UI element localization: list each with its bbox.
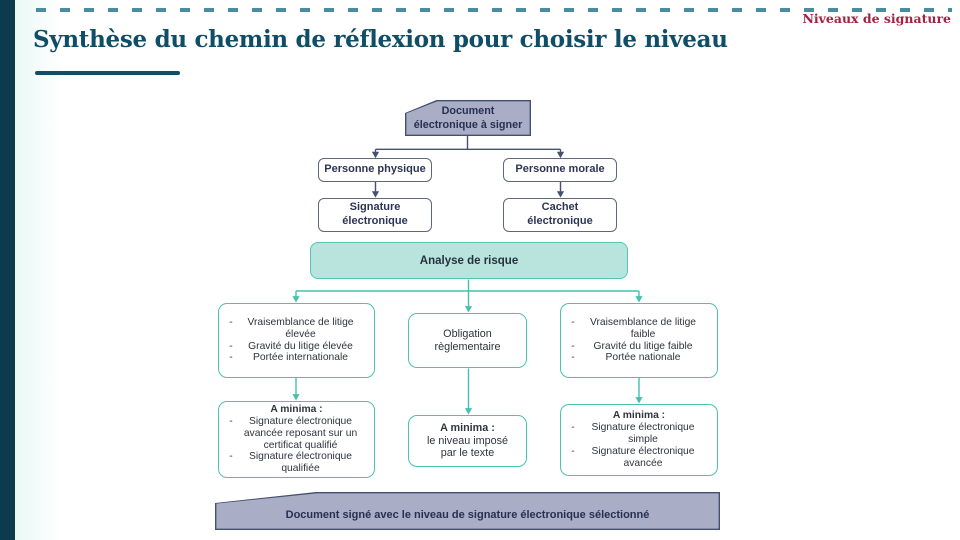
list-item-text: Gravité du litige faible [593, 340, 693, 352]
node-minima-simple-avancee: A minima : - Signature électronique simp… [560, 404, 718, 476]
node-result-banner: Document signé avec le niveau de signatu… [215, 492, 720, 530]
minima-header: A minima : [270, 403, 323, 415]
title-underline [35, 71, 180, 75]
left-glow-gradient [15, 0, 61, 540]
list-item: - Signature électronique qualifiée [224, 451, 369, 475]
page-title: Synthèse du chemin de réflexion pour cho… [33, 26, 728, 53]
bullet-dash: - [229, 316, 233, 328]
bullet-dash: - [571, 445, 575, 457]
left-accent-bar [0, 0, 15, 540]
slide-category-label: Niveaux de signature [802, 11, 951, 26]
bullet-dash: - [571, 422, 575, 434]
list-item: - Portée nationale [566, 352, 712, 364]
list-item-text: Vraisemblance de litige élevée [247, 316, 354, 340]
bullet-dash: - [229, 352, 233, 364]
list-item-text: Portée nationale [605, 352, 681, 364]
list-item-text: Vraisemblance de litige faible [589, 316, 697, 340]
bullet-dash: - [229, 415, 233, 427]
bullet-dash: - [229, 340, 233, 352]
list-item: - Vraisemblance de litige élevée [224, 317, 369, 341]
bullet-dash: - [229, 451, 233, 463]
list-item: - Portée internationale [224, 352, 369, 364]
node-cachet-electronique: Cachet électronique [503, 198, 617, 232]
node-minima-qualifie: A minima : - Signature électronique avan… [218, 401, 375, 478]
minima-header: A minima : [440, 422, 495, 435]
node-personne-physique: Personne physique [318, 158, 432, 182]
node-signature-electronique: Signature électronique [318, 198, 432, 232]
list-item-text: Signature électronique avancée reposant … [243, 415, 358, 451]
node-personne-morale: Personne morale [503, 158, 617, 182]
bullet-dash: - [571, 352, 575, 364]
banner-fill [216, 493, 719, 529]
list-item-text: Portée internationale [252, 352, 349, 364]
bullet-dash: - [571, 340, 575, 352]
list-item-text: Signature électronique avancée [591, 445, 695, 469]
top-dashed-border [36, 8, 952, 12]
node-obligation-reglementaire: Obligation règlementaire [408, 313, 527, 368]
list-item: - Gravité du litige faible [566, 341, 712, 353]
list-item: - Signature électronique avancée [566, 446, 712, 470]
node-analyse-de-risque: Analyse de risque [310, 242, 628, 279]
list-item-text: Signature électronique qualifiée [248, 451, 353, 475]
list-item: - Signature électronique simple [566, 422, 712, 446]
doc-shape-fill [406, 101, 530, 135]
list-item-text: Signature électronique simple [591, 422, 695, 446]
list-item: - Signature électronique avancée reposan… [224, 416, 369, 452]
banner-label: Document signé avec le niveau de signatu… [285, 509, 650, 522]
list-item-text: Gravité du litige élevée [248, 340, 353, 352]
minima-header: A minima : [612, 410, 666, 422]
node-minima-niveau-impose: A minima : le niveau imposé par le texte [408, 415, 527, 467]
node-label: Document électronique à signer [413, 104, 523, 131]
node-criteres-litige-eleve: - Vraisemblance de litige élevée - Gravi… [218, 303, 375, 378]
node-criteres-litige-faible: - Vraisemblance de litige faible - Gravi… [560, 303, 718, 378]
list-item: - Gravité du litige élevée [224, 341, 369, 353]
list-item: - Vraisemblance de litige faible [566, 317, 712, 341]
node-document-a-signer: Document électronique à signer [405, 100, 531, 136]
bullet-dash: - [571, 316, 575, 328]
minima-body: le niveau imposé par le texte [426, 434, 509, 460]
